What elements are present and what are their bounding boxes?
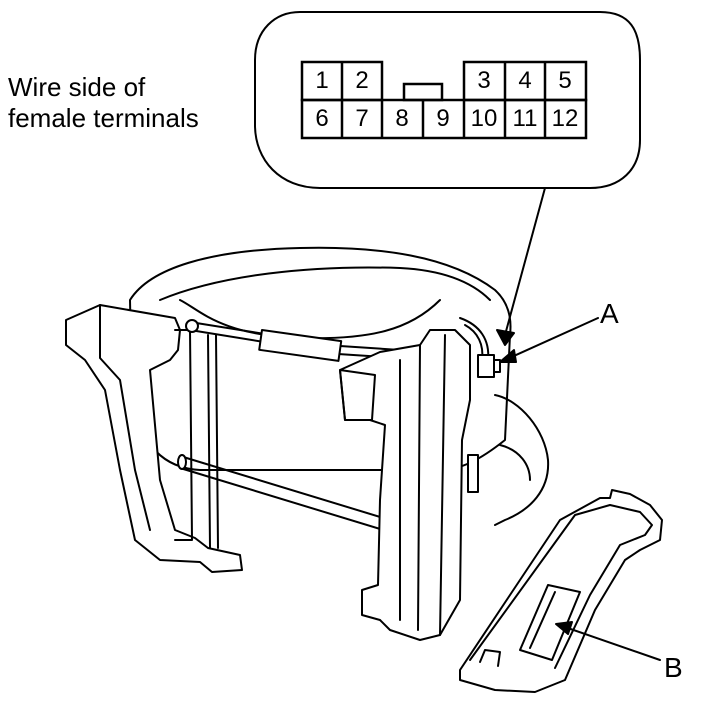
connector-key-tab: [402, 82, 444, 102]
pin-label: 4: [518, 67, 532, 94]
crossbar-end: [177, 454, 187, 470]
cover-notch: [479, 649, 501, 667]
seat-cushion-seam: [159, 266, 491, 301]
callout-pointer-line: [504, 187, 546, 336]
pin-label: 12: [551, 105, 579, 132]
pin-grid-bottom: [300, 98, 588, 140]
right-frame-inner-2: [417, 344, 421, 631]
cover-inner-edge: [469, 504, 653, 669]
pin-label: 9: [436, 105, 450, 132]
seat-cushion-side: [494, 394, 550, 526]
right-frame-inner-3: [439, 334, 446, 636]
left-frame-bracket: [174, 329, 193, 541]
rod-end-left: [185, 319, 199, 333]
seat-cushion-side-inner: [499, 444, 531, 481]
callout-label-b: B: [664, 652, 683, 683]
caption-line-1: Wire side of: [8, 72, 146, 102]
left-side-frame: [65, 304, 243, 573]
pin-label: 7: [355, 105, 369, 132]
caption-line-2: female terminals: [8, 103, 199, 133]
harness-clip: [467, 454, 479, 493]
connector-a: [477, 354, 495, 378]
leader-arrow-b: [555, 621, 573, 635]
lower-crossbar: [179, 455, 391, 533]
pin-label: 11: [512, 105, 538, 132]
leader-arrow-a: [499, 349, 517, 363]
right-frame-bracket: [339, 369, 376, 421]
right-side-frame: [339, 329, 471, 641]
pin-label: 10: [470, 105, 498, 132]
pin-label: 5: [558, 67, 572, 94]
connector-face: [300, 60, 588, 140]
leader-line-b: [561, 625, 661, 661]
pin-label: 6: [315, 105, 329, 132]
callout-label-a: A: [600, 298, 619, 329]
connector-a-latch: [493, 359, 501, 373]
callout-pointer-arrow: [496, 329, 515, 346]
pin-label: 8: [395, 105, 409, 132]
module-b: [519, 584, 581, 661]
pin-label: 2: [355, 67, 369, 94]
leader-line-a: [504, 317, 599, 361]
pin-label: 3: [477, 67, 491, 94]
left-frame-edge: [99, 304, 151, 531]
frame-rod-left-2: [215, 334, 219, 549]
module-b-face: [529, 591, 556, 649]
frame-rod-left: [207, 334, 211, 549]
pin-label: 1: [315, 67, 329, 94]
upper-rod-cylinder: [258, 328, 343, 362]
